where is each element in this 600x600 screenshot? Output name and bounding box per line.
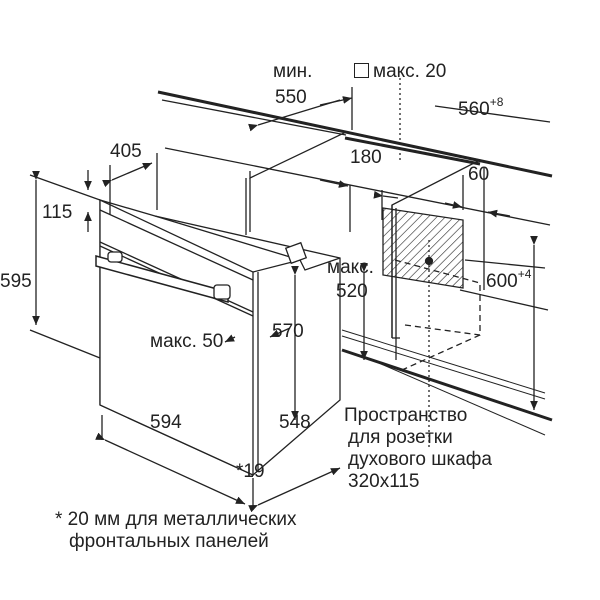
dim-600-tolerance: +4 <box>517 267 532 281</box>
socket-note-line: для розетки <box>348 427 453 448</box>
dim-520: 520 <box>336 281 368 302</box>
dim-550: 550 <box>275 87 307 108</box>
label-max-20: макс. 20 <box>354 62 446 82</box>
dim-560: 560+8 <box>458 92 503 120</box>
dim-19: *19 <box>236 461 265 482</box>
square-icon <box>354 63 369 78</box>
socket-note: Пространство для розетки духового шкафа … <box>344 405 492 493</box>
dim-594: 594 <box>150 412 182 433</box>
dim-548: 548 <box>279 412 311 433</box>
dimension-lines <box>29 87 551 513</box>
dim-405: 405 <box>110 141 142 162</box>
footnote-line: * 20 мм для металлических <box>55 509 297 530</box>
label-max-50: макс. 50 <box>150 331 224 352</box>
dim-560-tolerance: +8 <box>489 95 504 109</box>
label-max-520: макс. <box>327 257 374 278</box>
dim-180: 180 <box>350 147 382 168</box>
socket-note-line: Пространство <box>344 405 468 426</box>
dim-595: 595 <box>0 271 32 292</box>
socket-area <box>382 78 464 450</box>
dim-600: 600+4 <box>486 264 531 292</box>
dim-115: 115 <box>42 202 73 223</box>
label-min: мин. <box>273 61 313 82</box>
dim-570: 570 <box>272 321 304 342</box>
oven <box>95 198 341 477</box>
footnote-line: фронтальных панелей <box>69 531 269 552</box>
socket-note-line: 320x115 <box>348 471 420 492</box>
max-20-text: макс. 20 <box>373 61 447 82</box>
dim-60: 60 <box>468 164 490 185</box>
socket-note-line: духового шкафа <box>348 449 492 470</box>
footnote: * 20 мм для металлических фронтальных па… <box>55 509 296 553</box>
dim-560-value: 560 <box>458 99 490 120</box>
dim-600-value: 600 <box>486 271 518 292</box>
